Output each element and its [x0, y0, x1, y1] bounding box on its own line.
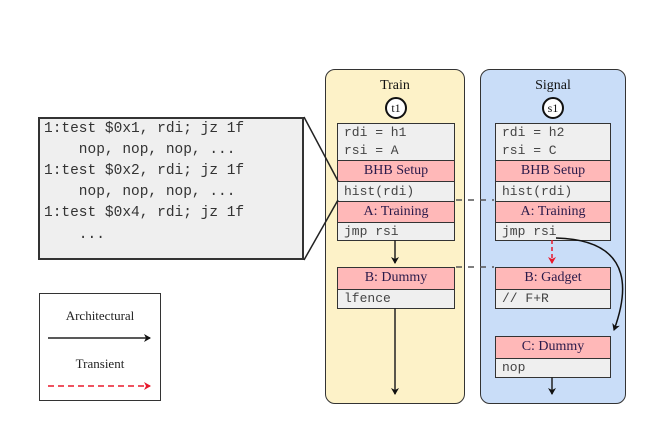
signal-badge: s1: [542, 97, 564, 119]
legend-architectural-label: Architectural: [65, 308, 135, 323]
train-title: Train: [380, 78, 410, 93]
code-line: nop, nop, nop, ...: [44, 142, 236, 158]
train-dummy-head: B: Dummy: [338, 268, 454, 290]
code-line: ...: [44, 227, 105, 243]
signal-dummy-head: C: Dummy: [496, 337, 610, 359]
train-panel: Train t1 rdi = h1 rsi = A BHB Setup hist…: [325, 69, 465, 404]
signal-gadget-head: B: Gadget: [496, 268, 610, 290]
signal-bhb-setup: BHB Setup: [496, 160, 610, 182]
train-init-rsi: rsi = A: [344, 143, 399, 158]
legend-transient-label: Transient: [75, 356, 125, 371]
code-line: nop, nop, nop, ...: [44, 184, 236, 200]
train-bhb-setup: BHB Setup: [338, 160, 454, 182]
signal-code-block: rdi = h2 rsi = C BHB Setup hist(rdi) A: …: [495, 123, 611, 241]
train-hist: hist(rdi): [338, 182, 454, 201]
signal-dummy-block: C: Dummy nop: [495, 336, 611, 378]
signal-init-rdi: rdi = h2: [502, 125, 565, 140]
signal-init-rsi: rsi = C: [502, 143, 557, 158]
signal-gadget-block: B: Gadget // F+R: [495, 267, 611, 309]
train-training: A: Training: [338, 201, 454, 223]
code-listing: 1:test $0x1, rdi; jz 1f nop, nop, nop, .…: [38, 117, 304, 260]
signal-panel: Signal s1 rdi = h2 rsi = C BHB Setup his…: [480, 69, 626, 404]
code-line: 1:test $0x2, rdi; jz 1f: [44, 163, 245, 179]
train-jmp: jmp rsi: [338, 223, 454, 240]
legend: Architectural Transient: [39, 293, 161, 401]
train-init-rdi: rdi = h1: [344, 125, 407, 140]
train-dummy-block: B: Dummy lfence: [337, 267, 455, 309]
train-code-block: rdi = h1 rsi = A BHB Setup hist(rdi) A: …: [337, 123, 455, 241]
signal-hist: hist(rdi): [496, 182, 610, 201]
train-init: rdi = h1 rsi = A: [338, 124, 454, 160]
signal-training: A: Training: [496, 201, 610, 223]
code-line: 1:test $0x1, rdi; jz 1f: [44, 121, 245, 137]
signal-title: Signal: [535, 78, 571, 93]
signal-init: rdi = h2 rsi = C: [496, 124, 610, 160]
train-badge: t1: [385, 97, 407, 119]
signal-jmp: jmp rsi: [496, 223, 610, 240]
code-line: 1:test $0x4, rdi; jz 1f: [44, 205, 245, 221]
train-dummy-code: lfence: [338, 290, 454, 308]
signal-gadget-code: // F+R: [496, 290, 610, 308]
signal-dummy-code: nop: [496, 359, 610, 377]
